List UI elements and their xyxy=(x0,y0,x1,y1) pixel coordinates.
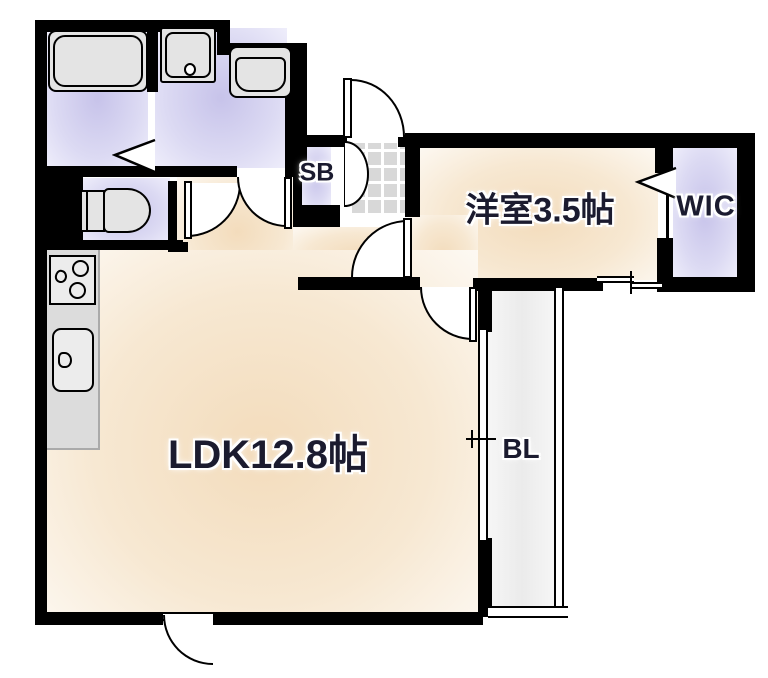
wall xyxy=(657,277,755,292)
stove-burner xyxy=(53,268,69,285)
wic-floor xyxy=(673,148,737,278)
stove-burner xyxy=(72,260,89,277)
toilet-tank-line xyxy=(86,192,89,230)
pan-drain xyxy=(184,63,196,76)
wall xyxy=(293,135,302,212)
wall xyxy=(298,277,420,290)
wall xyxy=(35,612,163,625)
wall xyxy=(213,612,483,625)
ldk-floor xyxy=(47,250,478,612)
toilet-door xyxy=(184,181,192,239)
washbasin-bowl xyxy=(235,57,286,92)
bathtub-inner xyxy=(53,35,143,87)
entrance-door xyxy=(343,78,352,138)
wall xyxy=(405,133,755,148)
entrance-door-swing xyxy=(351,79,405,137)
wall xyxy=(168,181,177,247)
wall xyxy=(37,170,83,250)
balcony-railing xyxy=(488,606,568,618)
toilet xyxy=(80,190,105,232)
wall xyxy=(655,133,673,173)
shoebox-label: SB xyxy=(299,158,335,187)
wall xyxy=(45,166,237,177)
pan-inner xyxy=(165,32,211,78)
toilet-bowl xyxy=(103,188,151,233)
washing-machine-pan xyxy=(160,27,216,83)
wall xyxy=(217,20,230,55)
washbasin xyxy=(229,46,292,98)
hall-door xyxy=(403,218,412,278)
balcony-railing xyxy=(554,288,564,618)
wic-label: WIC xyxy=(676,190,736,223)
wall xyxy=(83,240,183,250)
stove-burner xyxy=(69,282,86,299)
bath-folding-door xyxy=(112,138,156,174)
balcony-floor xyxy=(488,288,556,610)
sink-faucet xyxy=(58,352,72,368)
wall xyxy=(737,133,755,292)
wall xyxy=(35,20,47,625)
wall xyxy=(478,285,492,332)
kitchen-sink xyxy=(52,328,94,392)
ldk-label: LDK12.8帖 xyxy=(167,433,369,477)
balcony-door-handle xyxy=(471,430,473,448)
wic-folding-door xyxy=(634,166,677,200)
wall xyxy=(666,190,669,240)
washroom-door xyxy=(284,177,292,229)
ldk-door xyxy=(469,287,477,342)
sliding-window xyxy=(597,276,634,283)
bedroom-label: 洋室3.5帖 xyxy=(465,191,615,230)
balcony-sliding-door xyxy=(478,330,488,540)
stove xyxy=(49,255,96,305)
sliding-window xyxy=(632,282,662,289)
balcony-label: BL xyxy=(502,433,540,464)
wall xyxy=(168,242,188,252)
balcony-door-handle xyxy=(466,438,496,440)
bathtub xyxy=(48,30,148,92)
wall xyxy=(405,135,420,217)
wall xyxy=(147,26,158,92)
wall xyxy=(293,135,347,147)
window-tick xyxy=(630,271,632,294)
wall xyxy=(473,278,603,291)
wall xyxy=(293,205,340,227)
wall xyxy=(478,538,492,617)
ldk-exterior-door-swing xyxy=(163,615,213,665)
